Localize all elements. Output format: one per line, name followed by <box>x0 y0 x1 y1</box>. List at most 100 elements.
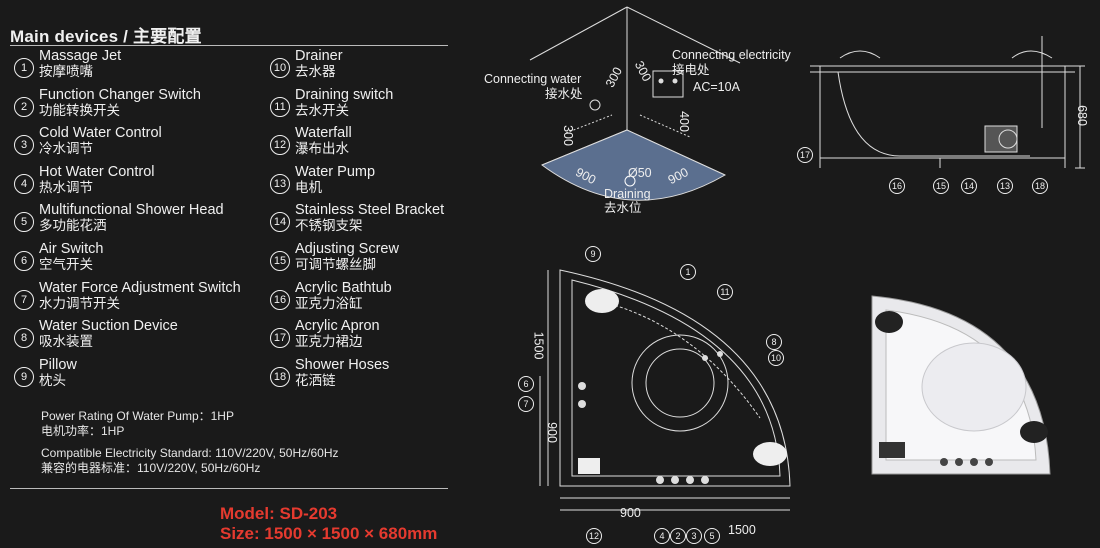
callout-marker: 18 <box>1032 178 1048 194</box>
divider <box>10 488 448 489</box>
electricity-standard-en: Compatible Electricity Standard: 110V/22… <box>41 446 339 460</box>
device-name-zh: 去水开关 <box>295 102 349 118</box>
device-number-badge: 13 <box>270 173 290 194</box>
device-number-badge: 1 <box>14 58 34 78</box>
device-name-zh: 花洒链 <box>295 372 336 388</box>
connecting-water-label: Connecting water <box>484 72 582 86</box>
callout-marker: 16 <box>889 178 905 194</box>
device-name-en: Shower Hoses <box>295 356 390 373</box>
device-number-badge: 2 <box>14 96 34 117</box>
callout-marker: 8 <box>766 334 782 350</box>
device-name-en: Draining switch <box>295 86 394 103</box>
device-number-badge: 14 <box>270 212 290 233</box>
callout-marker: 6 <box>518 376 534 392</box>
device-name-en: Air Switch <box>39 241 104 257</box>
page-title: Main devices / 主要配置 <box>10 27 202 46</box>
device-number-badge: 9 <box>14 366 34 387</box>
size-label: Size: 1500 × 1500 × 680mm <box>220 524 438 543</box>
device-name-zh: 空气开关 <box>39 257 93 272</box>
device-name-en: Massage Jet <box>39 48 122 64</box>
device-name-en: Function Changer Switch <box>39 86 201 103</box>
device-number-badge: 15 <box>270 251 290 271</box>
device-name-zh: 亚克力裙边 <box>295 334 363 350</box>
device-name-zh: 冷水调节 <box>39 141 93 157</box>
connecting-water-zh: 接水处 <box>545 87 583 101</box>
installation-diagram <box>529 6 741 201</box>
device-name-zh: 多功能花洒 <box>39 218 107 234</box>
plan-width-900: 900 <box>620 506 641 520</box>
device-name-en: Water Pump <box>295 163 376 180</box>
callout-marker: 4 <box>654 528 670 544</box>
device-name-zh: 枕头 <box>39 372 66 388</box>
callout-marker: 2 <box>670 528 686 544</box>
draining-zh: 去水位 <box>604 201 642 215</box>
device-number-badge: 16 <box>270 289 290 310</box>
callout-marker: 13 <box>997 178 1013 194</box>
dim-300-c: 300 <box>560 125 575 146</box>
current-rating: AC=10A <box>693 80 740 94</box>
callout-marker: 11 <box>717 284 733 300</box>
device-number-badge: 7 <box>14 289 34 310</box>
device-name-zh: 电机 <box>295 179 322 195</box>
power-rating-zh: 电机功率：1HP <box>41 424 125 438</box>
device-name-en: Multifunctional Shower Head <box>39 202 224 219</box>
callout-marker: 15 <box>933 178 949 194</box>
device-name-en: Pillow <box>39 356 77 373</box>
callout-marker: 3 <box>686 528 702 544</box>
connecting-electricity-label: Connecting electricity <box>672 48 791 62</box>
device-name-zh: 水力调节开关 <box>39 295 120 311</box>
callout-marker: 17 <box>797 147 813 163</box>
electricity-standard-zh: 兼容的电器标准：110V/220V, 50Hz/60Hz <box>41 461 261 475</box>
device-number-badge: 10 <box>270 58 290 78</box>
callout-marker: 14 <box>961 178 977 194</box>
device-number-badge: 17 <box>270 328 290 349</box>
dim-400: 400 <box>676 111 691 132</box>
model-label: Model: SD-203 <box>220 504 338 523</box>
device-name-zh: 热水调节 <box>39 179 93 195</box>
device-number-badge: 3 <box>14 135 34 156</box>
device-number-badge: 11 <box>270 96 290 117</box>
device-name-zh: 瀑布出水 <box>295 141 349 157</box>
device-name-zh: 按摩喷嘴 <box>39 64 93 79</box>
device-name-zh: 功能转换开关 <box>39 102 120 118</box>
device-name-en: Adjusting Screw <box>295 241 399 257</box>
callout-marker: 5 <box>704 528 720 544</box>
device-number-badge: 6 <box>14 251 34 271</box>
device-name-zh: 不锈钢支架 <box>295 218 363 234</box>
device-name-en: Acrylic Apron <box>295 318 380 335</box>
device-number-badge: 5 <box>14 212 34 233</box>
callout-marker: 9 <box>585 246 601 262</box>
device-name-en: Cold Water Control <box>39 125 162 142</box>
drain-diameter: Ø50 <box>628 166 652 180</box>
product-photo <box>871 295 1051 475</box>
device-number-badge: 8 <box>14 328 34 349</box>
device-name-en: Drainer <box>295 48 343 64</box>
divider <box>10 45 448 46</box>
device-name-zh: 去水器 <box>295 64 336 79</box>
device-name-en: Acrylic Bathtub <box>295 279 392 296</box>
device-name-en: Hot Water Control <box>39 163 155 180</box>
device-number-badge: 18 <box>270 366 290 387</box>
device-number-badge: 12 <box>270 135 290 156</box>
callout-marker: 10 <box>768 350 784 366</box>
side-height-dim: 680 <box>1074 105 1089 126</box>
device-number-badge: 4 <box>14 173 34 194</box>
power-rating-en: Power Rating Of Water Pump：1HP <box>41 409 234 423</box>
plan-width-1500: 1500 <box>728 523 756 537</box>
plan-depth-1500: 1500 <box>531 331 546 360</box>
callout-marker: 12 <box>586 528 602 544</box>
